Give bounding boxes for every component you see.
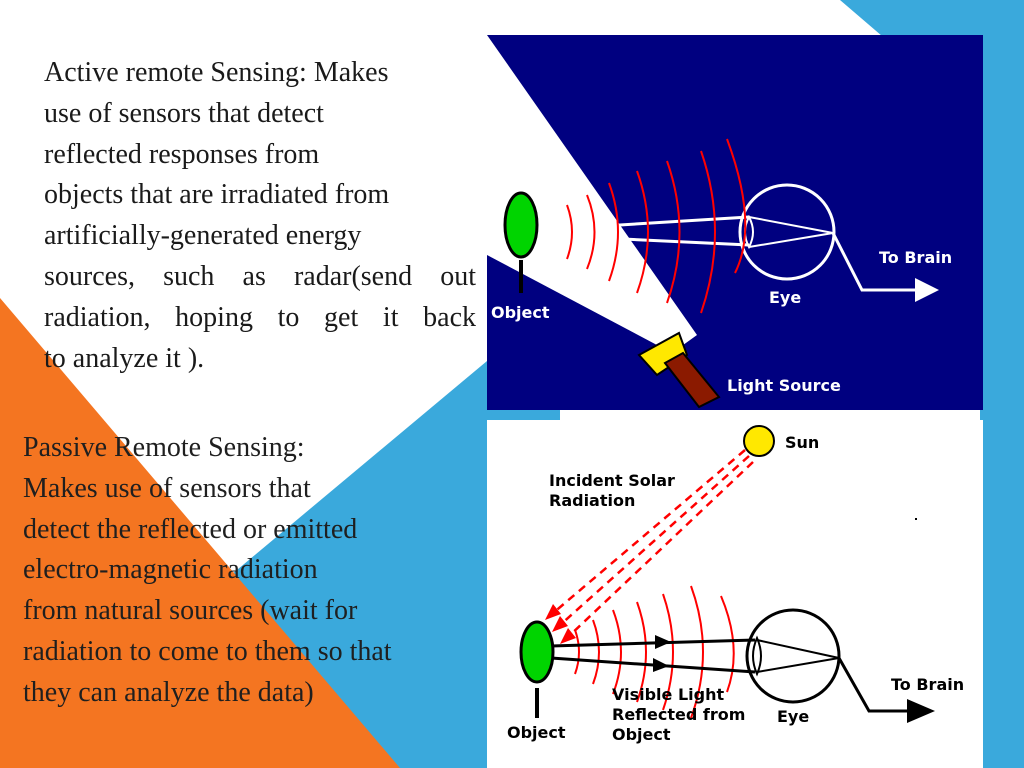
active-text-line: objects that are irradiated from bbox=[44, 179, 390, 211]
label-visible-line2: Reflected from bbox=[612, 705, 745, 724]
label-visible-line3: Object bbox=[612, 725, 671, 744]
eye-icon bbox=[738, 183, 836, 281]
to-brain-line bbox=[831, 232, 915, 292]
active-text-line: reflected responses from bbox=[44, 138, 320, 170]
active-text-line: artificially-generated energy bbox=[44, 220, 362, 252]
reflected-ray-upper bbox=[550, 638, 756, 648]
label-incident-line1: Incident Solar bbox=[549, 471, 675, 490]
label-to-brain: To Brain bbox=[879, 248, 952, 267]
active-sensing-text: Active remote Sensing: Makes use of sens… bbox=[44, 53, 476, 379]
passive-text-line: electro-magnetic radiation bbox=[23, 554, 318, 586]
passive-sensing-text: Passive Remote Sensing: Makes use of sen… bbox=[23, 428, 483, 714]
active-sensing-diagram: Object Eye To Brain Light Source bbox=[487, 35, 983, 410]
ray-arrowhead-lower bbox=[653, 658, 669, 672]
reflected-waves bbox=[566, 138, 747, 314]
passive-text-line: radiation to come to them so that bbox=[23, 635, 392, 667]
to-brain-arrowhead bbox=[915, 278, 939, 302]
flashlight-body bbox=[663, 351, 721, 409]
eye-focus-ray-upper bbox=[756, 639, 840, 659]
background-blue-corner-top-right bbox=[840, 0, 1024, 768]
label-eye: Eye bbox=[769, 288, 801, 307]
active-text-line: to analyze it ). bbox=[44, 342, 205, 374]
active-text-line: use of sensors that detect bbox=[44, 97, 324, 129]
passive-text-line: Makes use of sensors that bbox=[23, 472, 311, 504]
incident-solar-rays bbox=[551, 449, 754, 639]
incident-ray-arrowheads bbox=[545, 604, 576, 644]
eye-focus-ray-upper bbox=[748, 216, 834, 234]
label-eye: Eye bbox=[777, 707, 809, 726]
label-visible-line1: Visible Light bbox=[612, 685, 724, 704]
passive-text-line: they can analyze the data) bbox=[23, 676, 314, 708]
active-text-line: sources, such as radar(send out bbox=[44, 260, 476, 292]
speck bbox=[915, 518, 917, 520]
sun-icon bbox=[743, 425, 775, 457]
label-to-brain: To Brain bbox=[891, 675, 964, 694]
eye-focus-ray-lower bbox=[756, 657, 840, 673]
passive-sensing-diagram: Sun Incident Solar Radiation To Brain Ey… bbox=[487, 420, 983, 768]
label-incident-line2: Radiation bbox=[549, 491, 635, 510]
passive-text-line: from natural sources (wait for bbox=[23, 595, 358, 627]
label-light-source: Light Source bbox=[727, 376, 841, 395]
flashlight-head bbox=[637, 331, 689, 377]
light-beam bbox=[487, 35, 697, 353]
label-object: Object bbox=[491, 303, 550, 322]
ray-arrowhead-upper bbox=[655, 635, 671, 649]
label-sun: Sun bbox=[785, 433, 819, 452]
active-text-line: Active remote Sensing: Makes bbox=[44, 57, 389, 88]
passive-text-line: detect the reflected or emitted bbox=[23, 513, 358, 545]
to-brain-arrowhead bbox=[907, 699, 935, 723]
to-brain-line bbox=[837, 657, 909, 713]
eye-lens bbox=[752, 635, 762, 677]
object-icon bbox=[519, 620, 555, 684]
background-orange-triangle bbox=[0, 298, 400, 768]
label-object: Object bbox=[507, 723, 566, 742]
eye-icon bbox=[745, 608, 841, 704]
passive-text-line: Passive Remote Sensing: bbox=[23, 432, 305, 463]
active-text-line: radiation, hoping to get it back bbox=[44, 301, 476, 333]
eye-focus-ray-lower bbox=[748, 232, 834, 248]
reflected-waves bbox=[574, 585, 735, 719]
object-icon bbox=[503, 191, 539, 259]
